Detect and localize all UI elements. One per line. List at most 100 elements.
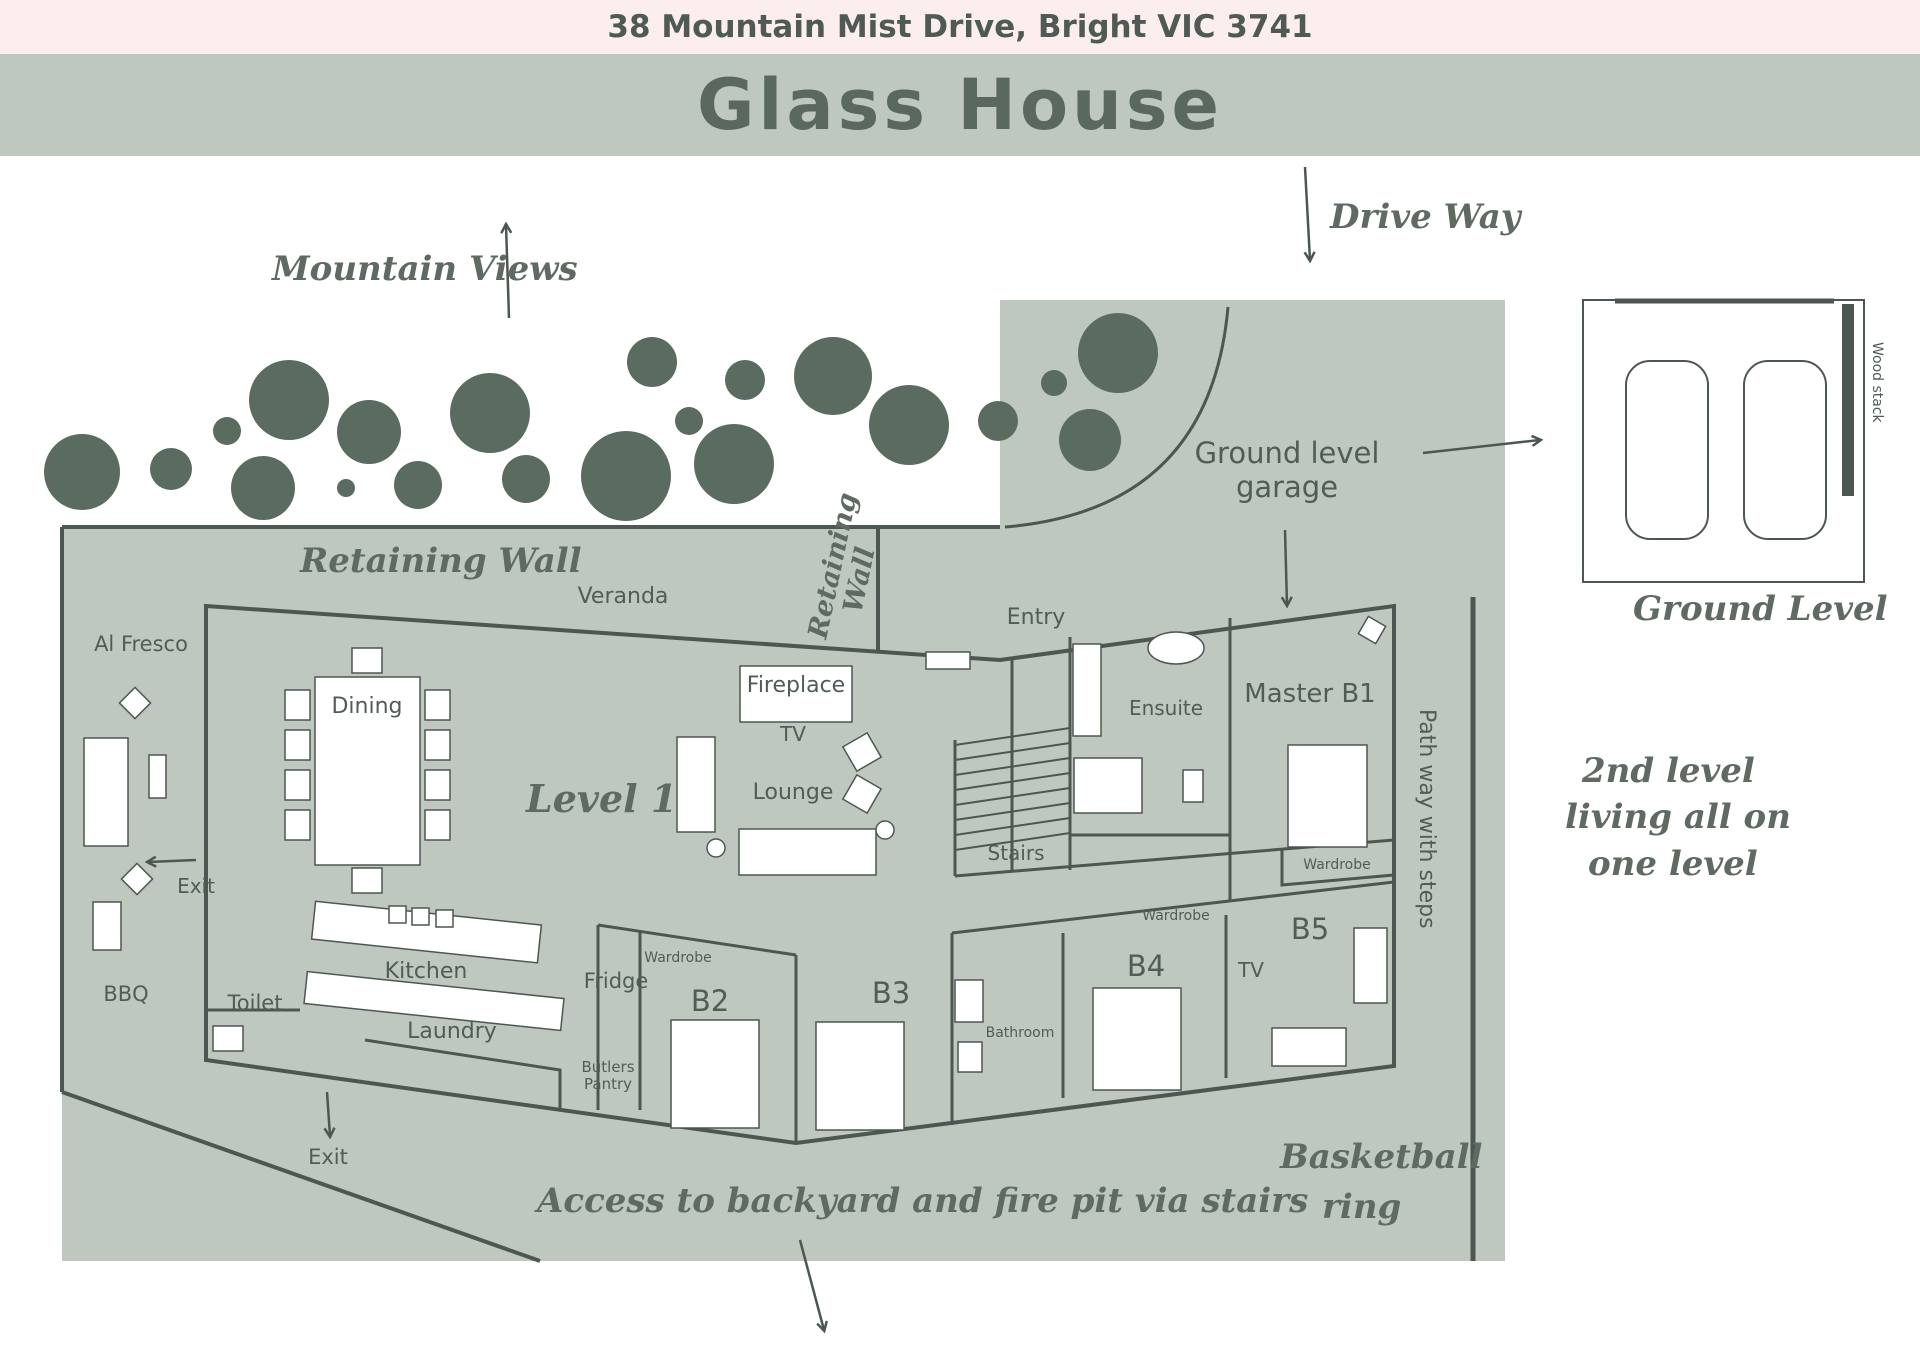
- b5-desk: [1271, 1027, 1347, 1067]
- tree: [337, 400, 401, 464]
- arrow-mountain-views: [506, 225, 509, 319]
- wood-stack-bar: [1842, 304, 1854, 496]
- arrow-garage-down: [1285, 529, 1287, 605]
- room-butlers-2: Pantry: [584, 1075, 632, 1093]
- wall: [1280, 850, 1395, 887]
- room-butlers-1: Butlers: [581, 1058, 634, 1076]
- tree: [337, 479, 355, 497]
- alfresco-chair: [120, 862, 154, 896]
- address-header: 38 Mountain Mist Drive, Bright VIC 3741: [0, 0, 1920, 54]
- b3-bed: [815, 1021, 905, 1131]
- room-b5: B5: [1291, 912, 1329, 946]
- room-dining: Dining: [331, 694, 402, 719]
- title-banner: Glass House: [0, 54, 1920, 156]
- lounge-chair: [841, 731, 883, 773]
- room-bbq: BBQ: [103, 982, 148, 1006]
- address-text: 38 Mountain Mist Drive, Bright VIC 3741: [607, 9, 1313, 45]
- tree: [450, 373, 530, 453]
- room-stairs: Stairs: [988, 841, 1045, 865]
- master-bed: [1287, 744, 1368, 848]
- bar-stool: [388, 905, 407, 924]
- dining-chair: [284, 769, 311, 801]
- label-level-1: Level 1: [525, 776, 677, 821]
- tree: [581, 431, 671, 521]
- fireplace-unit: [739, 665, 853, 723]
- tree: [502, 455, 550, 503]
- label-path-way: Path way with steps: [1414, 709, 1439, 929]
- ensuite-bath: [1147, 631, 1205, 665]
- bar-stool: [411, 907, 430, 926]
- label-second-level-2: living all on: [1565, 797, 1791, 837]
- arrow-exit-south: [327, 1091, 330, 1136]
- tree: [1059, 409, 1121, 471]
- dining-chair: [351, 647, 383, 674]
- ensuite-vanity: [1072, 643, 1102, 737]
- dining-chair: [351, 867, 383, 894]
- ensuite-shower: [1073, 757, 1143, 814]
- dining-chair: [424, 809, 451, 841]
- side-table: [875, 820, 895, 840]
- stair-tread: [954, 787, 1071, 806]
- bathroom-vanity: [954, 979, 984, 1023]
- ensuite-toilet: [1182, 769, 1204, 803]
- label-retaining-wall: Retaining Wall: [299, 541, 582, 581]
- label-wood-stack: Wood stack: [1869, 342, 1885, 424]
- stair-tread: [954, 772, 1071, 791]
- room-ensuite: Ensuite: [1129, 696, 1203, 720]
- room-veranda: Veranda: [578, 584, 669, 609]
- dining-chair: [424, 729, 451, 761]
- label-drive-way: Drive Way: [1329, 197, 1523, 237]
- tree: [794, 337, 872, 415]
- alfresco-sofa: [83, 737, 129, 847]
- bbq-unit: [92, 901, 122, 951]
- tree: [44, 434, 120, 510]
- stair-tread: [954, 727, 1071, 746]
- tree: [1041, 370, 1067, 396]
- lounge-sofa: [738, 828, 877, 876]
- dining-chair: [284, 689, 311, 721]
- room-b3: B3: [872, 976, 910, 1010]
- room-b4: B4: [1127, 949, 1165, 983]
- room-fireplace: Fireplace: [747, 673, 845, 698]
- room-wardrobe-b2: Wardrobe: [644, 950, 711, 966]
- room-exit-south: Exit: [308, 1145, 348, 1169]
- room-toilet: Toilet: [227, 991, 283, 1015]
- arrow-drive-way: [1305, 166, 1310, 260]
- room-lounge: Lounge: [753, 780, 834, 805]
- stairs: [954, 727, 1071, 851]
- tree: [675, 407, 703, 435]
- dining-table: [314, 676, 421, 866]
- lounge-sofa: [676, 736, 716, 833]
- tree: [627, 337, 677, 387]
- label-second-level-3: one level: [1588, 844, 1758, 884]
- arrows: [148, 166, 1540, 1330]
- alfresco-table: [148, 754, 167, 799]
- stair-tread: [954, 817, 1071, 836]
- room-laundry: Laundry: [407, 1019, 497, 1044]
- room-kitchen: Kitchen: [385, 959, 468, 984]
- master-chair: [1357, 615, 1387, 645]
- stair-tread: [954, 802, 1071, 821]
- label-garage-2: garage: [1236, 470, 1338, 504]
- label-second-level-1: 2nd level: [1581, 751, 1755, 791]
- room-master-b1: Master B1: [1244, 679, 1375, 709]
- tree: [213, 417, 241, 445]
- arrow-exit-west: [148, 860, 197, 862]
- b2-bed: [670, 1019, 760, 1129]
- tree: [725, 360, 765, 400]
- dining-chair: [424, 689, 451, 721]
- room-exit-west: Exit: [177, 874, 215, 898]
- tree: [150, 448, 192, 490]
- garage-plan: [1582, 298, 1865, 583]
- label-basketball-1: Basketball: [1279, 1137, 1483, 1177]
- room-wardrobe-b4: Wardrobe: [1142, 908, 1209, 924]
- interior-walls: [204, 618, 1395, 1143]
- tree: [1078, 313, 1158, 393]
- stair-tread: [954, 832, 1071, 851]
- tree: [231, 456, 295, 520]
- wall: [364, 1038, 562, 1110]
- car: [1743, 360, 1827, 540]
- stair-tread: [954, 757, 1071, 776]
- arrow-backyard: [798, 1239, 824, 1330]
- room-fridge: Fridge: [584, 969, 649, 993]
